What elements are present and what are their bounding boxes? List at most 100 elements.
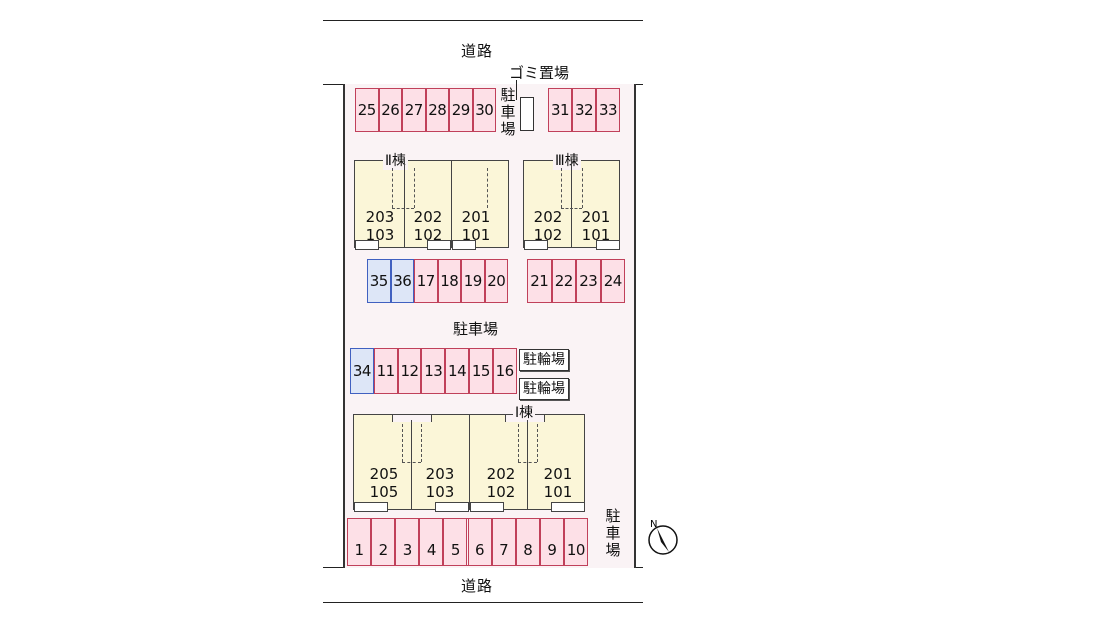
b2-unit-3-lower: 101 (461, 226, 491, 244)
compass-needle (657, 528, 669, 552)
parking-label-top: 駐車場 (499, 87, 517, 138)
parking-space: 21 (527, 259, 552, 303)
parking-space: 12 (397, 348, 422, 394)
b3-door-1 (524, 240, 548, 250)
building-1-dash-2 (421, 424, 422, 462)
parking-space: 9 (539, 518, 564, 566)
parking-space: 11 (373, 348, 398, 394)
parking-center-label: 駐車場 (453, 320, 499, 338)
road-bottom-edge (323, 602, 643, 603)
parking-label-top-text: 駐車場 (500, 86, 516, 138)
building-3-dash-2 (582, 168, 583, 208)
parking-space: 31 (548, 88, 572, 132)
b1-door-3 (470, 502, 504, 512)
parking-space: 17 (414, 259, 438, 303)
building-2-dash-3 (487, 168, 488, 208)
b1-unit-3-lower: 102 (486, 483, 516, 501)
building-2-divider-1 (404, 160, 405, 248)
parking-space: 24 (600, 259, 625, 303)
compass-label: N (650, 519, 657, 530)
b1-door-2 (435, 502, 469, 512)
building-1-dash-4 (537, 424, 538, 462)
garbage-box (520, 97, 534, 131)
building-1-dash-1 (402, 424, 403, 462)
garbage-label: ゴミ置場 (509, 64, 570, 82)
parking-space: 3 (395, 518, 420, 566)
b2-unit-2-lower: 102 (413, 226, 443, 244)
b1-unit-2-lower: 103 (425, 483, 455, 501)
b2-unit-1-lower: 103 (365, 226, 395, 244)
parking-space: 28 (425, 88, 449, 132)
b1-unit-1-upper: 205 (369, 465, 399, 483)
parking-space: 4 (419, 518, 444, 566)
b1-door-4 (551, 502, 585, 512)
parking-space: 1 (347, 518, 372, 566)
parking-label-right-text: 駐車場 (605, 507, 621, 559)
road-bottom-label: 道路 (461, 577, 494, 595)
building-3-dash-1 (561, 168, 562, 208)
parking-space: 25 (355, 88, 379, 132)
building-1-divider-2 (469, 414, 470, 510)
building-2-dash-h (392, 208, 414, 209)
building-2-dash-2 (414, 168, 415, 208)
bike-parking-2: 駐輪場 (519, 378, 569, 400)
parking-space: 16 (492, 348, 517, 394)
parking-label-right: 駐車場 (604, 508, 622, 559)
b1-unit-4-upper: 201 (543, 465, 573, 483)
building-1-dash-3 (518, 424, 519, 462)
parking-space: 34 (350, 348, 374, 394)
b2-door-1 (355, 240, 379, 250)
parking-space: 30 (472, 88, 496, 132)
b3-unit-1-lower: 102 (533, 226, 563, 244)
b1-unit-1-lower: 105 (369, 483, 399, 501)
building-3-name: Ⅲ棟 (553, 150, 581, 170)
parking-space: 20 (484, 259, 508, 303)
building-1-notch-1 (392, 414, 432, 422)
b1-door-1 (354, 502, 388, 512)
building-1-dash-h2 (518, 462, 537, 463)
parking-space: 23 (576, 259, 601, 303)
bike-parking-1: 駐輪場 (519, 349, 569, 371)
b2-unit-2-upper: 202 (413, 208, 443, 226)
road-top-edge (323, 20, 643, 21)
parking-space: 36 (390, 259, 414, 303)
building-2-dash-1 (392, 168, 393, 208)
parking-space: 19 (461, 259, 485, 303)
parking-space: 27 (402, 88, 426, 132)
building-1-name: Ⅰ棟 (513, 402, 536, 422)
b2-door-2 (427, 240, 451, 250)
b3-door-2 (596, 240, 620, 250)
road-top-label: 道路 (461, 42, 494, 60)
b3-unit-1-upper: 202 (533, 208, 563, 226)
parking-space: 32 (572, 88, 596, 132)
b1-unit-4-lower: 101 (543, 483, 573, 501)
building-1-dash-h1 (402, 462, 421, 463)
parking-space: 13 (421, 348, 446, 394)
parking-space: 7 (491, 518, 516, 566)
parking-space: 18 (437, 259, 461, 303)
parking-space: 26 (378, 88, 402, 132)
b2-unit-3-upper: 201 (461, 208, 491, 226)
b2-unit-1-upper: 203 (365, 208, 395, 226)
b1-unit-2-upper: 203 (425, 465, 455, 483)
parking-space: 22 (551, 259, 576, 303)
b2-door-3 (452, 240, 476, 250)
b3-unit-2-upper: 201 (581, 208, 611, 226)
building-3-dash-h (561, 208, 582, 209)
parking-space: 35 (367, 259, 391, 303)
building-1-divider-1 (411, 420, 412, 510)
building-2-divider-2 (451, 160, 452, 248)
building-2-name: Ⅱ棟 (383, 150, 408, 170)
building-1-divider-3 (527, 420, 528, 510)
parking-space: 2 (371, 518, 396, 566)
parking-space: 15 (469, 348, 493, 394)
building-3-divider (571, 160, 572, 248)
